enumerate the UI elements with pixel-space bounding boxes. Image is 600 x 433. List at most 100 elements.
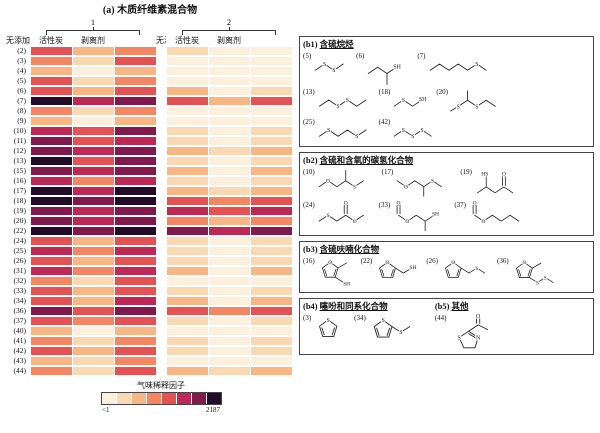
heatmap-cell: [208, 166, 250, 176]
heatmap-cell: [72, 136, 114, 146]
heatmap-row: (15): [6, 166, 294, 176]
heatmap-cell: [250, 216, 292, 226]
compound-id: (36): [497, 257, 509, 265]
legend-segment: [131, 393, 147, 404]
heatmap-cell: [208, 56, 250, 66]
panel-label: (b1): [303, 39, 318, 49]
column-header: 无添加: [6, 36, 30, 45]
heatmap-cell: [72, 186, 114, 196]
heatmap-cell: [166, 276, 208, 286]
heatmap-cell: [30, 86, 72, 96]
column-gap: [156, 46, 166, 56]
column-gap: [114, 35, 156, 46]
heatmap-cell: [72, 116, 114, 126]
column-header: 活性炭: [39, 36, 63, 45]
heatmap-cell: [250, 56, 292, 66]
heatmap-cell: [250, 346, 292, 356]
molecule-structure: SH: [368, 63, 403, 85]
heatmap-cell: [30, 46, 72, 56]
heatmap-cell: [114, 186, 156, 196]
svg-text:S: S: [381, 318, 384, 324]
heatmap-cell: [30, 346, 72, 356]
legend-labels: <1 2187: [102, 406, 220, 414]
heatmap-cell: [30, 116, 72, 126]
svg-text:S: S: [355, 134, 358, 140]
row-label: (34): [13, 296, 27, 305]
heatmap-cell: [114, 46, 156, 56]
heatmap-row: (7): [6, 96, 294, 106]
heatmap-cell: [72, 86, 114, 96]
heatmap-cell: [250, 336, 292, 346]
row-label: (40): [13, 326, 27, 335]
row-label: (44): [13, 366, 27, 375]
heatmap-cell: [30, 76, 72, 86]
svg-text:S: S: [402, 98, 405, 104]
legend-segment: [116, 393, 132, 404]
heatmap-cell: [114, 116, 156, 126]
heatmap-cell: [208, 96, 250, 106]
heatmap-cell: [208, 46, 250, 56]
heatmap-cell: [166, 286, 208, 296]
svg-text:S: S: [345, 98, 348, 104]
heatmap-cell: [208, 106, 250, 116]
compound-id: (10): [303, 168, 315, 176]
heatmap-cell: [208, 76, 250, 86]
heatmap-cell: [166, 106, 208, 116]
heatmap-cell: [30, 366, 72, 376]
heatmap-cell: [208, 276, 250, 286]
row-label: (13): [13, 156, 27, 165]
heatmap-cell: [250, 246, 292, 256]
heatmap-cell: [250, 66, 292, 76]
heatmap-cell: [114, 256, 156, 266]
heatmap-cell: [208, 296, 250, 306]
heatmap-row: (34): [6, 296, 294, 306]
column-gap: [156, 106, 166, 116]
column-gap: [156, 276, 166, 286]
column-gap: [156, 66, 166, 76]
row-label: (6): [17, 86, 26, 95]
panel-label: (b4): [303, 301, 318, 311]
heatmap-cell: [30, 356, 72, 366]
compound-id: (7): [417, 52, 426, 60]
molecule-structure: SS: [318, 97, 367, 111]
heatmap-cell: [72, 336, 114, 346]
svg-text:S: S: [332, 68, 335, 74]
heatmap-cell: [72, 286, 114, 296]
heatmap-cell: [166, 136, 208, 146]
legend-segment: [206, 393, 221, 404]
compound-id: (37): [454, 201, 467, 209]
panel-header: (b1)含硫烷烃: [303, 39, 590, 50]
svg-text:S: S: [475, 62, 478, 68]
svg-text:O: O: [404, 185, 408, 191]
heatmap-cell: [250, 276, 292, 286]
heatmap-cell: [166, 66, 208, 76]
svg-text:O: O: [326, 179, 330, 185]
compound-id: (19): [460, 168, 473, 176]
legend-max-label: 2187: [206, 406, 220, 414]
svg-text:S: S: [421, 128, 424, 134]
molecule-structure: SS: [318, 127, 367, 141]
heatmap-cell: [250, 96, 292, 106]
heatmap-cell: [30, 266, 72, 276]
compound-id: (33): [378, 201, 391, 209]
heatmap-cell: [72, 166, 114, 176]
row-label: (5): [17, 76, 26, 85]
heatmap-cell: [114, 146, 156, 156]
heatmap-cell: [250, 86, 292, 96]
heatmap-cell: [114, 106, 156, 116]
row-label: (36): [13, 306, 27, 315]
heatmap-cell: [250, 116, 292, 126]
heatmap-cell: [72, 306, 114, 316]
heatmap-row: (44): [6, 366, 294, 376]
row-label: (19): [13, 206, 27, 215]
row-label: (43): [13, 356, 27, 365]
